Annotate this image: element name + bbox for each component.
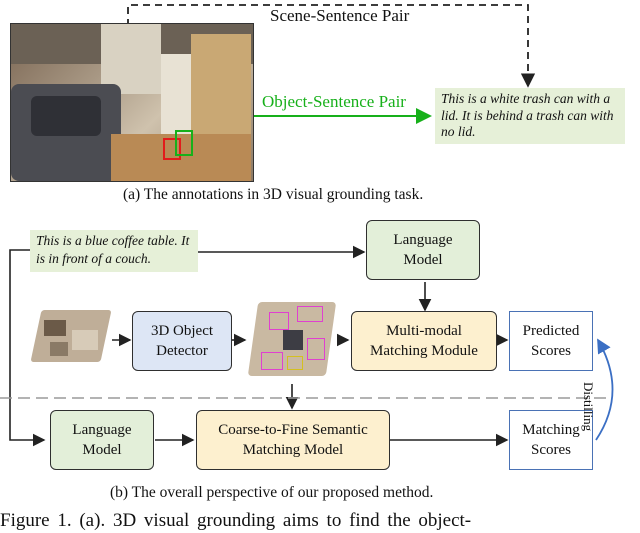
3d-object-detector: 3D Object Detector: [132, 311, 232, 371]
query-sentence: This is a blue coffee table. It is in fr…: [30, 230, 198, 272]
caption-a: (a) The annotations in 3D visual groundi…: [123, 186, 424, 203]
multimodal-matching-module: Multi-modal Matching Module: [351, 311, 497, 371]
scene-thumbnail: [30, 300, 112, 372]
distilling-label: Distilling: [581, 382, 596, 432]
object-sentence-pair-label: Object-Sentence Pair: [262, 92, 406, 111]
scene-photo: [10, 23, 254, 182]
language-model-top: Language Model: [366, 220, 480, 280]
coarse-to-fine-matching-model: Coarse-to-Fine Semantic Matching Model: [196, 410, 390, 470]
language-model-bottom: Language Model: [50, 410, 154, 470]
caption-b: (b) The overall perspective of our propo…: [110, 484, 434, 501]
object-description-text: This is a white trash can with a lid. It…: [435, 88, 625, 144]
predicted-scores: Predicted Scores: [509, 311, 593, 371]
figure-caption: Figure 1. (a). 3D visual grounding aims …: [0, 510, 472, 531]
scene-sentence-pair-label: Scene-Sentence Pair: [268, 6, 412, 26]
matching-scores: Matching Scores: [509, 410, 593, 470]
detected-boxes-scene: [247, 294, 337, 384]
